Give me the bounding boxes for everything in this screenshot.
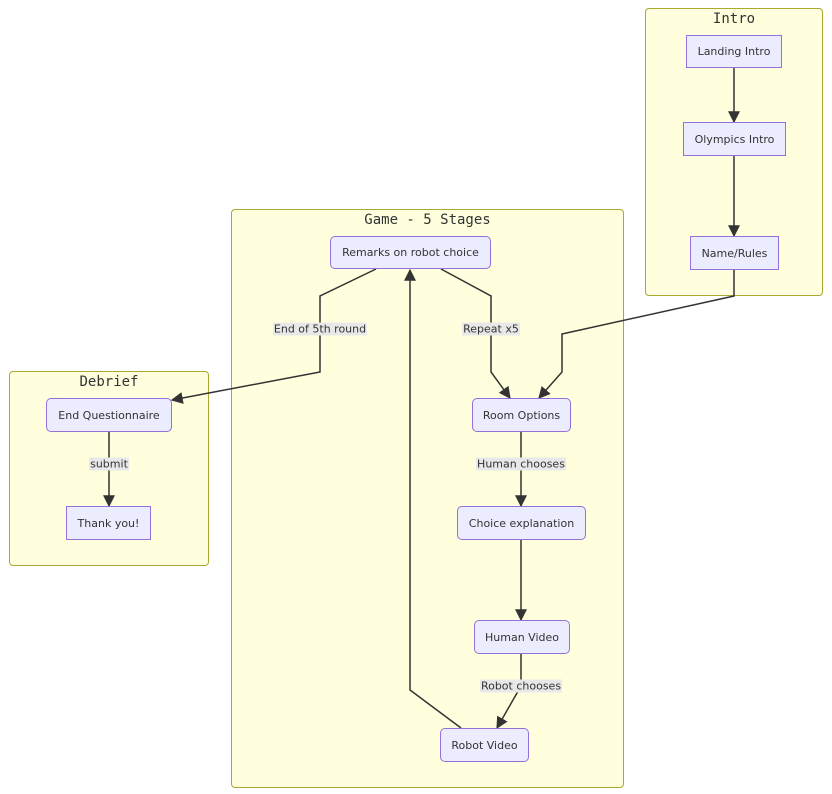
node-human-video: Human Video [474, 620, 570, 654]
edge-label-robot-chooses: Robot chooses [479, 679, 563, 693]
edge-label-end-of-5th-round: End of 5th round [272, 322, 368, 336]
node-room-options: Room Options [472, 398, 571, 432]
game-cluster-title: Game - 5 Stages [364, 212, 491, 228]
edge-label-repeat-x5: Repeat x5 [462, 322, 520, 336]
node-name-rules: Name/Rules [690, 236, 779, 270]
node-thank-you: Thank you! [66, 506, 151, 540]
node-landing-intro: Landing Intro [686, 35, 782, 68]
node-remarks-on-robot-choice: Remarks on robot choice [330, 236, 491, 269]
game-cluster: Game - 5 Stages [231, 209, 624, 788]
node-robot-video: Robot Video [440, 728, 529, 762]
intro-cluster-title: Intro [712, 11, 756, 27]
node-end-questionnaire: End Questionnaire [46, 398, 172, 432]
node-olympics-intro: Olympics Intro [683, 122, 786, 156]
edge-label-submit: submit [89, 457, 129, 471]
edge-label-human-chooses: Human chooses [476, 457, 566, 471]
debrief-cluster-title: Debrief [79, 374, 139, 390]
node-choice-explanation: Choice explanation [457, 506, 586, 540]
